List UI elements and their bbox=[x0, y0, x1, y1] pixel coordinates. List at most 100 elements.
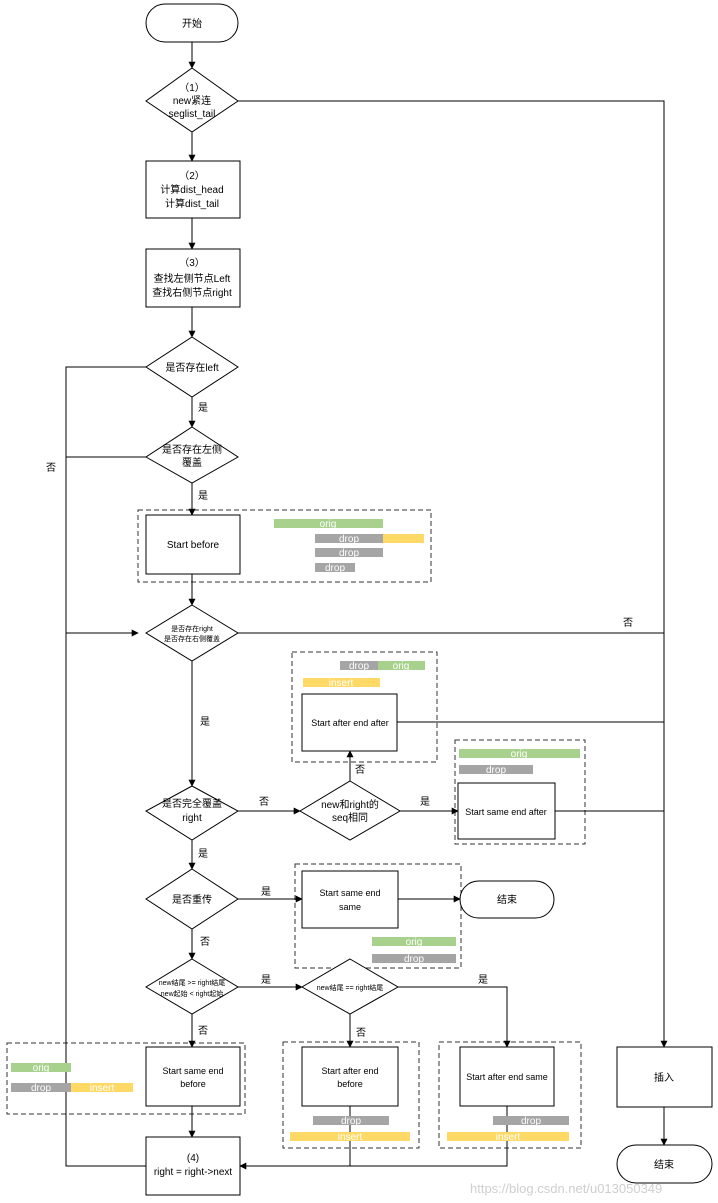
p-after-end-before-line-2: before bbox=[337, 1079, 363, 1089]
end-final-label: 结束 bbox=[654, 1158, 674, 1171]
d-same-seq-line-1: new和right的 bbox=[321, 798, 379, 811]
bar-drop bbox=[315, 534, 383, 543]
edge-label-no: 否 bbox=[46, 462, 56, 474]
bar-insert bbox=[303, 678, 380, 687]
bar-text-orig: orig bbox=[33, 1063, 50, 1074]
group-after-end-same bbox=[438, 1041, 582, 1149]
edge-label-yes: 是 bbox=[198, 402, 208, 414]
p-same-end-before-line-2: before bbox=[180, 1079, 206, 1089]
d-right-line-2: 是否存在右侧覆盖 bbox=[164, 634, 220, 643]
bar-text-drop: drop bbox=[31, 1083, 51, 1094]
bar-drop bbox=[459, 765, 533, 774]
end-terminal-mid bbox=[459, 880, 555, 919]
process-find-nodes bbox=[145, 248, 241, 308]
bar-orig bbox=[378, 661, 425, 670]
bar-text-orig: orig bbox=[393, 661, 410, 672]
d-tail-ge-line-1: new结尾 >= right结尾 bbox=[159, 978, 226, 987]
bar-text-insert: insert bbox=[496, 1132, 521, 1143]
process-start-after-end-after bbox=[301, 693, 398, 752]
process-start-same-end-after bbox=[457, 782, 556, 840]
bar-text-orig: orig bbox=[406, 937, 423, 948]
d1-line-3: seglist_tail bbox=[169, 109, 216, 120]
process-start-after-end-same bbox=[459, 1046, 555, 1107]
p3-line-2: 查找左侧节点Left bbox=[154, 272, 231, 285]
d1-line-1: （1） bbox=[179, 82, 205, 94]
p-after-end-same-label: Start after end same bbox=[466, 1072, 548, 1082]
group-same-end-same bbox=[294, 863, 462, 969]
d1-line-2: new紧连 bbox=[173, 94, 211, 107]
group-same-end-before bbox=[6, 1042, 246, 1115]
start-label: 开始 bbox=[182, 17, 202, 30]
process-start-after-end-before bbox=[301, 1046, 399, 1107]
p4-line-1: (4) bbox=[187, 1153, 199, 1164]
d-left-label: 是否存在left bbox=[165, 361, 219, 374]
edge-label-no: 否 bbox=[355, 764, 365, 776]
p4-line-2: right = right->next bbox=[154, 1167, 233, 1178]
end-mid-label: 结束 bbox=[497, 893, 517, 906]
process-start-same-end-before bbox=[145, 1046, 241, 1107]
group-after-end-after bbox=[291, 651, 438, 763]
edge-label-no: 否 bbox=[356, 1027, 366, 1039]
p-start-before-label: Start before bbox=[167, 540, 220, 551]
p2-line-1: （2） bbox=[179, 170, 205, 182]
edge-label-yes: 是 bbox=[198, 848, 208, 860]
decision-same-seq bbox=[299, 780, 401, 841]
bar-text-drop: drop bbox=[349, 661, 369, 672]
decision-full-cover bbox=[145, 785, 239, 841]
bar-text-drop: drop bbox=[325, 563, 345, 574]
edge-label-no: 否 bbox=[259, 796, 269, 808]
end-terminal-final bbox=[616, 1144, 713, 1184]
p-same-end-before-line-1: Start same end bbox=[162, 1066, 223, 1076]
edge-label-yes: 是 bbox=[261, 974, 271, 986]
process-calc-dist bbox=[145, 160, 241, 219]
d-tail-eq-label: new结尾 == right结尾 bbox=[317, 983, 384, 992]
bar-text-drop: drop bbox=[521, 1116, 541, 1127]
p-same-end-same-line-1: Start same end bbox=[319, 888, 380, 898]
p3-line-3: 查找右侧节点right bbox=[152, 286, 232, 299]
edge-label-yes: 是 bbox=[198, 490, 208, 502]
d-left-cover-line-1: 是否存在左侧 bbox=[162, 443, 222, 456]
bar-text-drop: drop bbox=[339, 548, 359, 559]
p-same-end-same-line-2: same bbox=[339, 902, 361, 912]
d-full-cover-line-1: 是否完全覆盖 bbox=[162, 797, 222, 810]
edge-label-no: 否 bbox=[198, 1025, 208, 1037]
bar-text-insert: insert bbox=[329, 678, 354, 689]
p-same-end-after-label: Start same end after bbox=[465, 807, 547, 817]
bar-insert bbox=[447, 1132, 569, 1141]
bar-text-drop: drop bbox=[341, 1116, 361, 1127]
bar-insert bbox=[383, 534, 424, 543]
process-insert bbox=[616, 1046, 713, 1108]
bar-drop bbox=[315, 548, 383, 557]
bar-drop bbox=[372, 954, 456, 963]
edge-label-no: 否 bbox=[200, 936, 210, 948]
d-retransmit-label: 是否重传 bbox=[172, 893, 212, 906]
d-full-cover-line-2: right bbox=[182, 813, 202, 824]
edge-label-yes: 是 bbox=[200, 716, 210, 728]
decision-retransmit bbox=[145, 868, 239, 930]
p2-line-3: 计算dist_tail bbox=[165, 197, 219, 210]
bar-orig bbox=[11, 1063, 71, 1072]
process-right-next bbox=[145, 1136, 241, 1196]
bar-orig bbox=[274, 519, 383, 528]
bar-drop bbox=[315, 563, 355, 572]
p-after-end-after-label: Start after end after bbox=[311, 718, 389, 728]
decision-left-cover bbox=[145, 426, 239, 484]
decision-tail-ge bbox=[145, 958, 239, 1015]
bar-text-insert: insert bbox=[338, 1132, 363, 1143]
edge-label-no: 否 bbox=[623, 617, 633, 629]
bar-drop bbox=[493, 1116, 569, 1125]
process-start-before bbox=[145, 514, 241, 575]
bar-drop bbox=[313, 1116, 389, 1125]
watermark: https://blog.csdn.net/u013050349 bbox=[470, 1181, 662, 1196]
insert-label: 插入 bbox=[654, 1071, 674, 1084]
bar-text-orig: orig bbox=[511, 749, 528, 760]
d-left-cover-line-2: 覆盖 bbox=[182, 456, 202, 469]
edge-label-yes: 是 bbox=[261, 886, 271, 898]
p2-line-2: 计算dist_head bbox=[160, 183, 223, 196]
bar-drop bbox=[11, 1083, 71, 1092]
bar-text-drop: drop bbox=[339, 534, 359, 545]
decision-tail-eq bbox=[300, 958, 400, 1015]
edge-label-yes: 是 bbox=[478, 974, 488, 986]
group-start-before bbox=[137, 509, 432, 583]
